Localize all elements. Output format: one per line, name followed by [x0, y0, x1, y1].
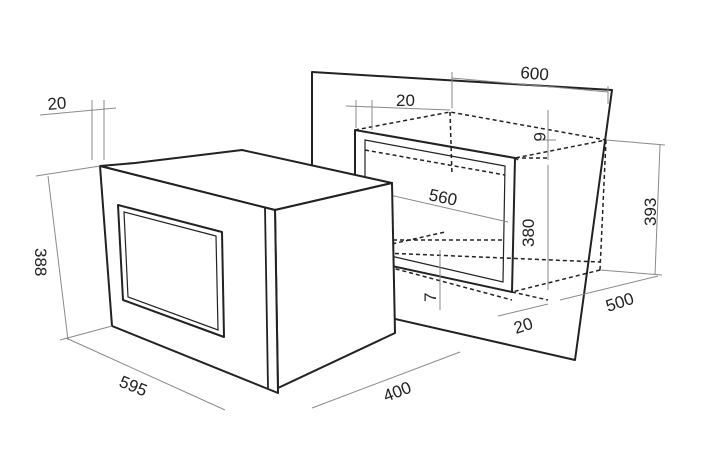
appliance-width-label: 595: [117, 372, 150, 400]
front-offset-label: 20: [511, 314, 535, 338]
outer-height-label: 393: [641, 198, 660, 226]
bottom-offset-label: 7: [421, 293, 440, 302]
microwave-side: [274, 182, 396, 389]
microwave: [99, 149, 396, 394]
microwave-door-window: [117, 204, 225, 338]
gap-top-label: 6: [530, 132, 549, 141]
appliance-height-label: 388: [31, 248, 50, 276]
microwave-dimension-lines: [35, 100, 461, 411]
inner-height-label: 380: [519, 219, 538, 247]
microwave-door-window-inner: [123, 211, 219, 331]
niche-depth-label: 500: [603, 289, 636, 316]
frame-offset-label: 20: [396, 91, 415, 110]
appliance-depth-label: 400: [381, 378, 414, 406]
panel-width-label: 600: [520, 63, 550, 84]
frame-thickness-label: 20: [47, 93, 68, 114]
niche-dimension-lines: [345, 72, 666, 317]
